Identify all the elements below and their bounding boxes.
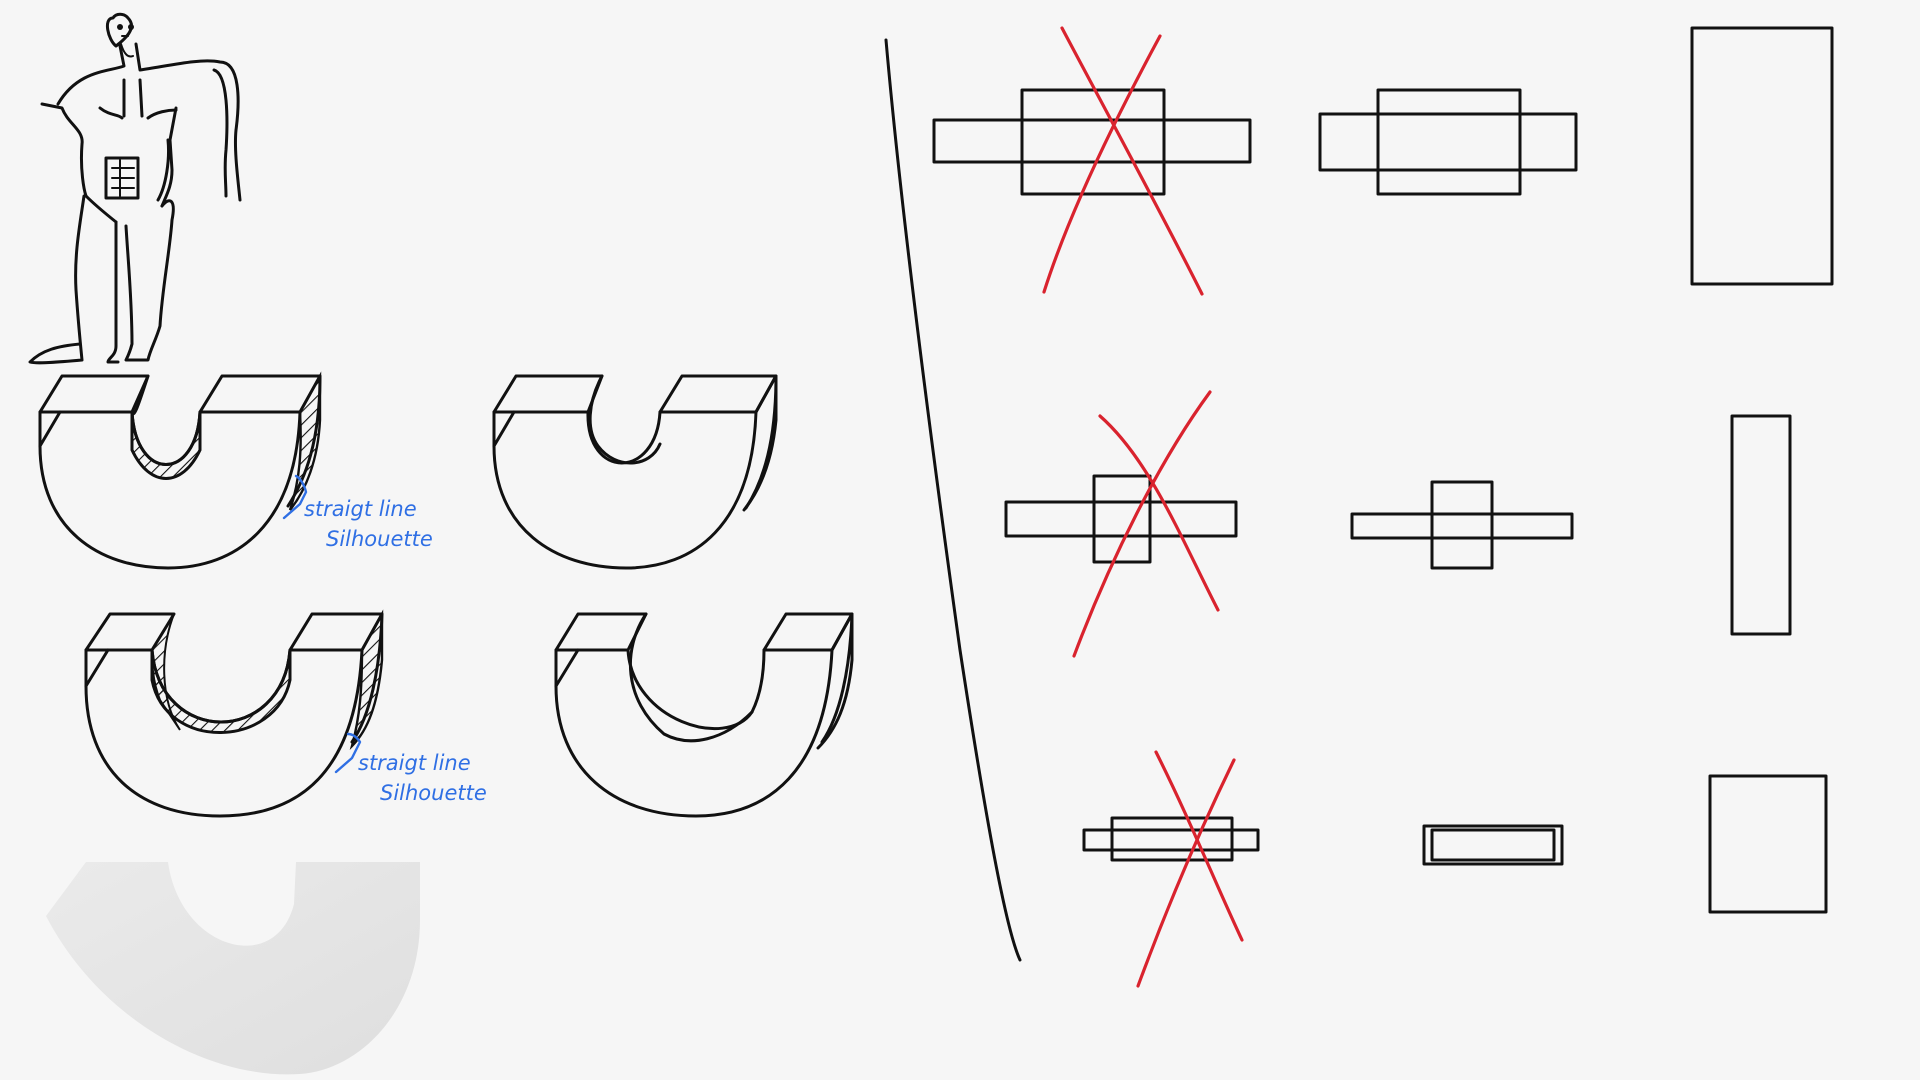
half-ring-hatched-2 [84, 609, 384, 818]
ghost-half-ring [46, 862, 420, 1075]
figure-sketch-icon [28, 12, 242, 365]
rectangle-tall-2 [1730, 414, 1792, 636]
divider-line [884, 38, 1022, 962]
half-ring-plain-1 [492, 374, 778, 570]
note-1-line-2: Silhouette [326, 527, 433, 551]
note-2-line-1: straigt line [358, 751, 471, 775]
crossed-cross-shape-3 [1082, 750, 1260, 988]
annotation-note-1: straigt line Silhouette [282, 474, 433, 551]
abdomen-detail-icon [104, 156, 140, 200]
note-2-line-2: Silhouette [380, 781, 487, 805]
rectangle-square-3 [1708, 774, 1828, 914]
note-1-line-1: straigt line [304, 497, 417, 521]
crossed-cross-shape-2 [1004, 390, 1238, 658]
annotation-note-2: straigt line Silhouette [334, 732, 487, 805]
crossed-cross-shape-1 [932, 26, 1252, 296]
half-ring-plain-2 [554, 612, 854, 818]
cross-shape-1 [1318, 88, 1578, 196]
half-ring-hatched-1 [38, 371, 322, 570]
cross-shape-2 [1350, 480, 1574, 570]
cross-shape-3 [1422, 824, 1564, 866]
rectangle-tall-1 [1690, 26, 1834, 286]
